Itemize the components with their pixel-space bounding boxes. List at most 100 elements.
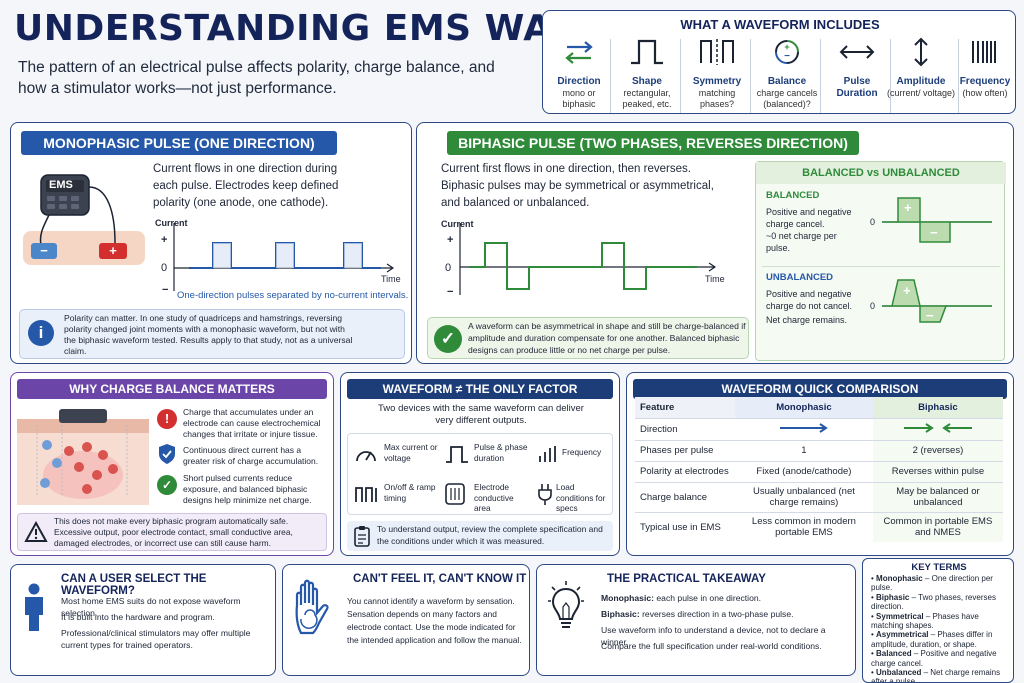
user-select-panel: CAN A USER SELECT THE WAVEFORM? Most hom…: [10, 564, 276, 676]
table-cell: Charge balance: [635, 482, 735, 513]
term-def: – Net charge remains after a pulse.: [871, 668, 1001, 683]
charge-warning-box: This does not make every biphasic progra…: [17, 513, 327, 551]
svg-text:+: +: [109, 243, 117, 258]
term-def: – Phases differ in amplitude, duration, …: [871, 630, 993, 649]
warning-icon: [24, 521, 48, 542]
arrows-both-icon: [903, 422, 972, 433]
key-term: • Symmetrical – Phases have matching sha…: [871, 611, 979, 631]
duration-icon: [839, 45, 875, 59]
wf-item-label: Frequency: [959, 76, 1011, 87]
page-subtitle: The pattern of an electrical pulse affec…: [18, 59, 495, 97]
wf-item-direction: Direction mono or biphasic: [545, 37, 613, 110]
table-cell: Direction: [635, 418, 735, 441]
takeaway-text: each pulse in one direction.: [654, 593, 762, 603]
balance-icon: +−: [775, 40, 799, 64]
key-term: • Biphasic – Two phases, reverses direct…: [871, 592, 996, 612]
key-term: • Asymmetrical – Phases differ in amplit…: [871, 630, 993, 649]
table-row: Phases per pulse 1 2 (reverses): [635, 440, 1003, 462]
column-header: Feature: [635, 397, 735, 419]
table-cell: Typical use in EMS: [640, 521, 721, 533]
biphasic-plus: +: [447, 234, 454, 246]
takeaway-line-2: Biphasic: reverses direction in a two-ph…: [601, 608, 851, 620]
charge-point-3: Short pulsed currents reduce exposure, a…: [183, 473, 312, 505]
monophasic-note: Polarity can matter. In one study of qua…: [64, 313, 353, 356]
factor-label: Pulse & phase duration: [474, 442, 528, 463]
lightbulb-icon: [548, 581, 584, 628]
charge-point-1: Charge that accumulates under an electro…: [183, 407, 321, 439]
pulse-icon: [446, 446, 468, 463]
biphasic-x-label: Time: [705, 274, 725, 284]
balanced-minus: −: [930, 225, 938, 240]
only-factor-header: WAVEFORM ≠ THE ONLY FACTOR: [347, 379, 613, 399]
divider: [958, 39, 959, 113]
key-term: • Unbalanced – Net charge remains after …: [871, 668, 1011, 683]
biphasic-y-label: Current: [441, 219, 474, 229]
bars-icon: [539, 446, 556, 462]
balanced-title: BALANCED: [766, 190, 820, 201]
symmetry-icon: [700, 39, 734, 65]
wf-item-sub: charge cancels (balanced)?: [756, 88, 818, 109]
factor-label: Load conditions for specs: [556, 482, 606, 513]
balance-box: BALANCED vs UNBALANCED BALANCED Positive…: [755, 161, 1006, 361]
term: Symmetrical: [876, 611, 924, 621]
key-term: • Monophasic – One direction per pulse.: [871, 574, 993, 593]
balanced-plus: +: [904, 200, 912, 215]
divider: [610, 39, 611, 113]
svg-text:+: +: [784, 42, 789, 52]
wf-item-label: Balance: [767, 76, 807, 87]
cant-feel-text: You cannot identify a waveform by sensat…: [347, 596, 522, 645]
charge-point-2: Continuous direct current has a greater …: [183, 445, 319, 466]
term: Monophasic: [876, 574, 923, 583]
svg-text:−: −: [40, 243, 48, 258]
takeaway-text: Compare the full specification under rea…: [601, 641, 822, 651]
info-icon: i: [28, 320, 54, 346]
amplitude-icon: [914, 37, 928, 67]
key-terms-title: KEY TERMS: [911, 562, 967, 573]
monophasic-x-label: Time: [381, 274, 401, 284]
term: Balanced: [876, 649, 912, 659]
factor-label: Max current or voltage: [384, 442, 438, 463]
biphasic-panel: BIPHASIC PULSE (TWO PHASES, REVERSES DIR…: [416, 122, 1014, 364]
key-terms-list: • Monophasic – One direction per pulse. …: [871, 574, 1011, 683]
wf-item-symmetry: Symmetry matching phases?: [683, 37, 751, 110]
table-cell: Less common in modern portable EMS: [751, 516, 856, 539]
monophasic-waveform: [173, 223, 395, 291]
arrows-icon: [565, 41, 593, 64]
clipboard-icon: [354, 526, 370, 547]
takeaway-bold: Biphasic:: [601, 609, 640, 619]
key-terms-panel: KEY TERMS • Monophasic – One direction p…: [862, 558, 1014, 683]
term-def: – Phases have matching shapes.: [871, 611, 979, 631]
svg-text:−: −: [784, 51, 790, 62]
monophasic-y-label: Current: [155, 218, 188, 228]
factor-label: Frequency: [562, 447, 602, 457]
unbalanced-text2: Net charge remains.: [766, 315, 848, 325]
user-select-line: Professional/clinical stimulators may of…: [61, 628, 251, 650]
table-row: Typical use in EMS Less common in modern…: [635, 512, 1003, 542]
takeaway-bold: Monophasic:: [601, 593, 654, 603]
check-icon: ✓: [434, 325, 462, 353]
comparison-table: Feature Monophasic Biphasic Direction Ph…: [635, 397, 1003, 542]
unbalanced-minus: −: [926, 308, 934, 323]
table-row: Direction: [635, 418, 1003, 441]
cant-feel-title: CAN'T FEEL IT, CAN'T KNOW IT: [353, 573, 527, 585]
term: Unbalanced: [876, 668, 922, 678]
table-cell: Common in portable EMS and NMES: [872, 512, 1003, 542]
divider: [820, 39, 821, 113]
biphasic-waveform: [459, 223, 717, 295]
takeaway-panel: THE PRACTICAL TAKEAWAY Monophasic: each …: [536, 564, 856, 676]
term-def: – Two phases, reverses direction.: [871, 592, 996, 612]
charge-warning: This does not make every biphasic progra…: [54, 516, 293, 548]
check-icon: ✓: [157, 475, 177, 495]
ramp-icon: [355, 487, 377, 502]
biphasic-note-box: ✓ A waveform can be asymmetrical in shap…: [427, 317, 749, 359]
wf-item-balance: +− Balance charge cancels (balanced)?: [753, 37, 821, 110]
monophasic-plus: +: [161, 234, 168, 246]
wf-item-label: Symmetry: [692, 76, 742, 87]
only-factor-note-box: To understand output, review the complet…: [347, 521, 613, 551]
divider: [890, 39, 891, 113]
charge-balance-header: WHY CHARGE BALANCE MATTERS: [17, 379, 327, 399]
monophasic-header: MONOPHASIC PULSE (ONE DIRECTION): [21, 131, 337, 155]
gauge-icon: [356, 451, 376, 462]
biphasic-zero: 0: [445, 262, 452, 274]
factors-grid: Max current or voltage Pulse & phase dur…: [347, 433, 613, 515]
